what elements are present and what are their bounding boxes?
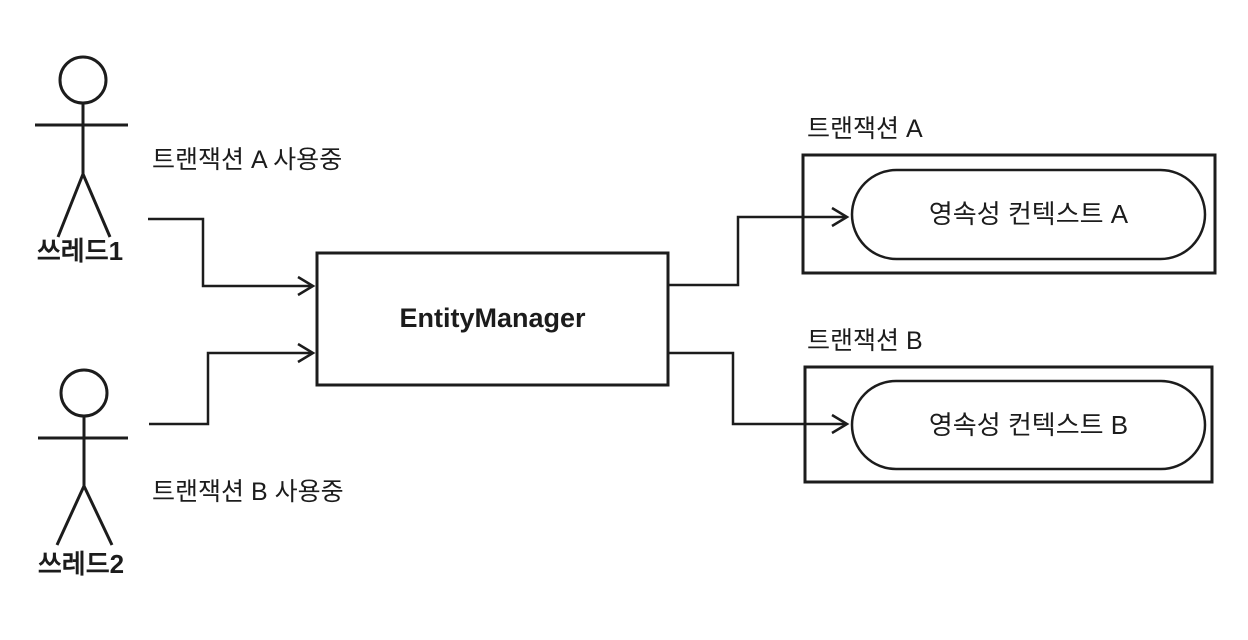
connector-entitymanager-to-context-b	[668, 351, 845, 426]
arrowhead-thread2-to-entitymanager-icon	[297, 342, 316, 364]
arrowhead-entitymanager-to-context-b-icon	[831, 413, 850, 435]
persistence-context-a-shape	[850, 168, 1207, 261]
actor-thread2-head	[59, 368, 109, 418]
thread2-status-label: 트랜잭션 B 사용중	[152, 478, 344, 506]
connector-thread1-to-entitymanager	[148, 217, 311, 288]
arrowhead-thread1-to-entitymanager-icon	[297, 275, 316, 297]
persistence-context-b-label: 영속성 컨텍스트 B	[928, 409, 1129, 440]
connector-thread2-to-entitymanager	[149, 351, 311, 426]
actor-thread2-label: 쓰레드2	[37, 549, 125, 579]
thread1-status-label: 트랜잭션 A 사용중	[152, 146, 343, 174]
actor-thread2-legs	[55, 485, 114, 546]
persistence-context-a-label: 영속성 컨텍스트 A	[928, 199, 1129, 230]
actor-thread2-stick-figure-icon	[38, 368, 128, 546]
transaction-b-title: 트랜잭션 B	[807, 327, 923, 355]
entity-manager-label: EntityManager	[399, 303, 586, 334]
actor-thread1-head	[58, 55, 108, 105]
connector-entitymanager-to-context-a	[668, 215, 845, 287]
persistence-context-b-shape	[850, 379, 1207, 471]
arrowhead-entitymanager-to-context-a-icon	[831, 206, 850, 228]
actor-thread1-stick-figure-icon	[35, 55, 128, 238]
transaction-a-title: 트랜잭션 A	[807, 115, 923, 143]
entity-manager-box	[315, 251, 670, 387]
actor-thread1-label: 쓰레드1	[36, 236, 124, 266]
actor-thread1-legs	[56, 173, 112, 238]
